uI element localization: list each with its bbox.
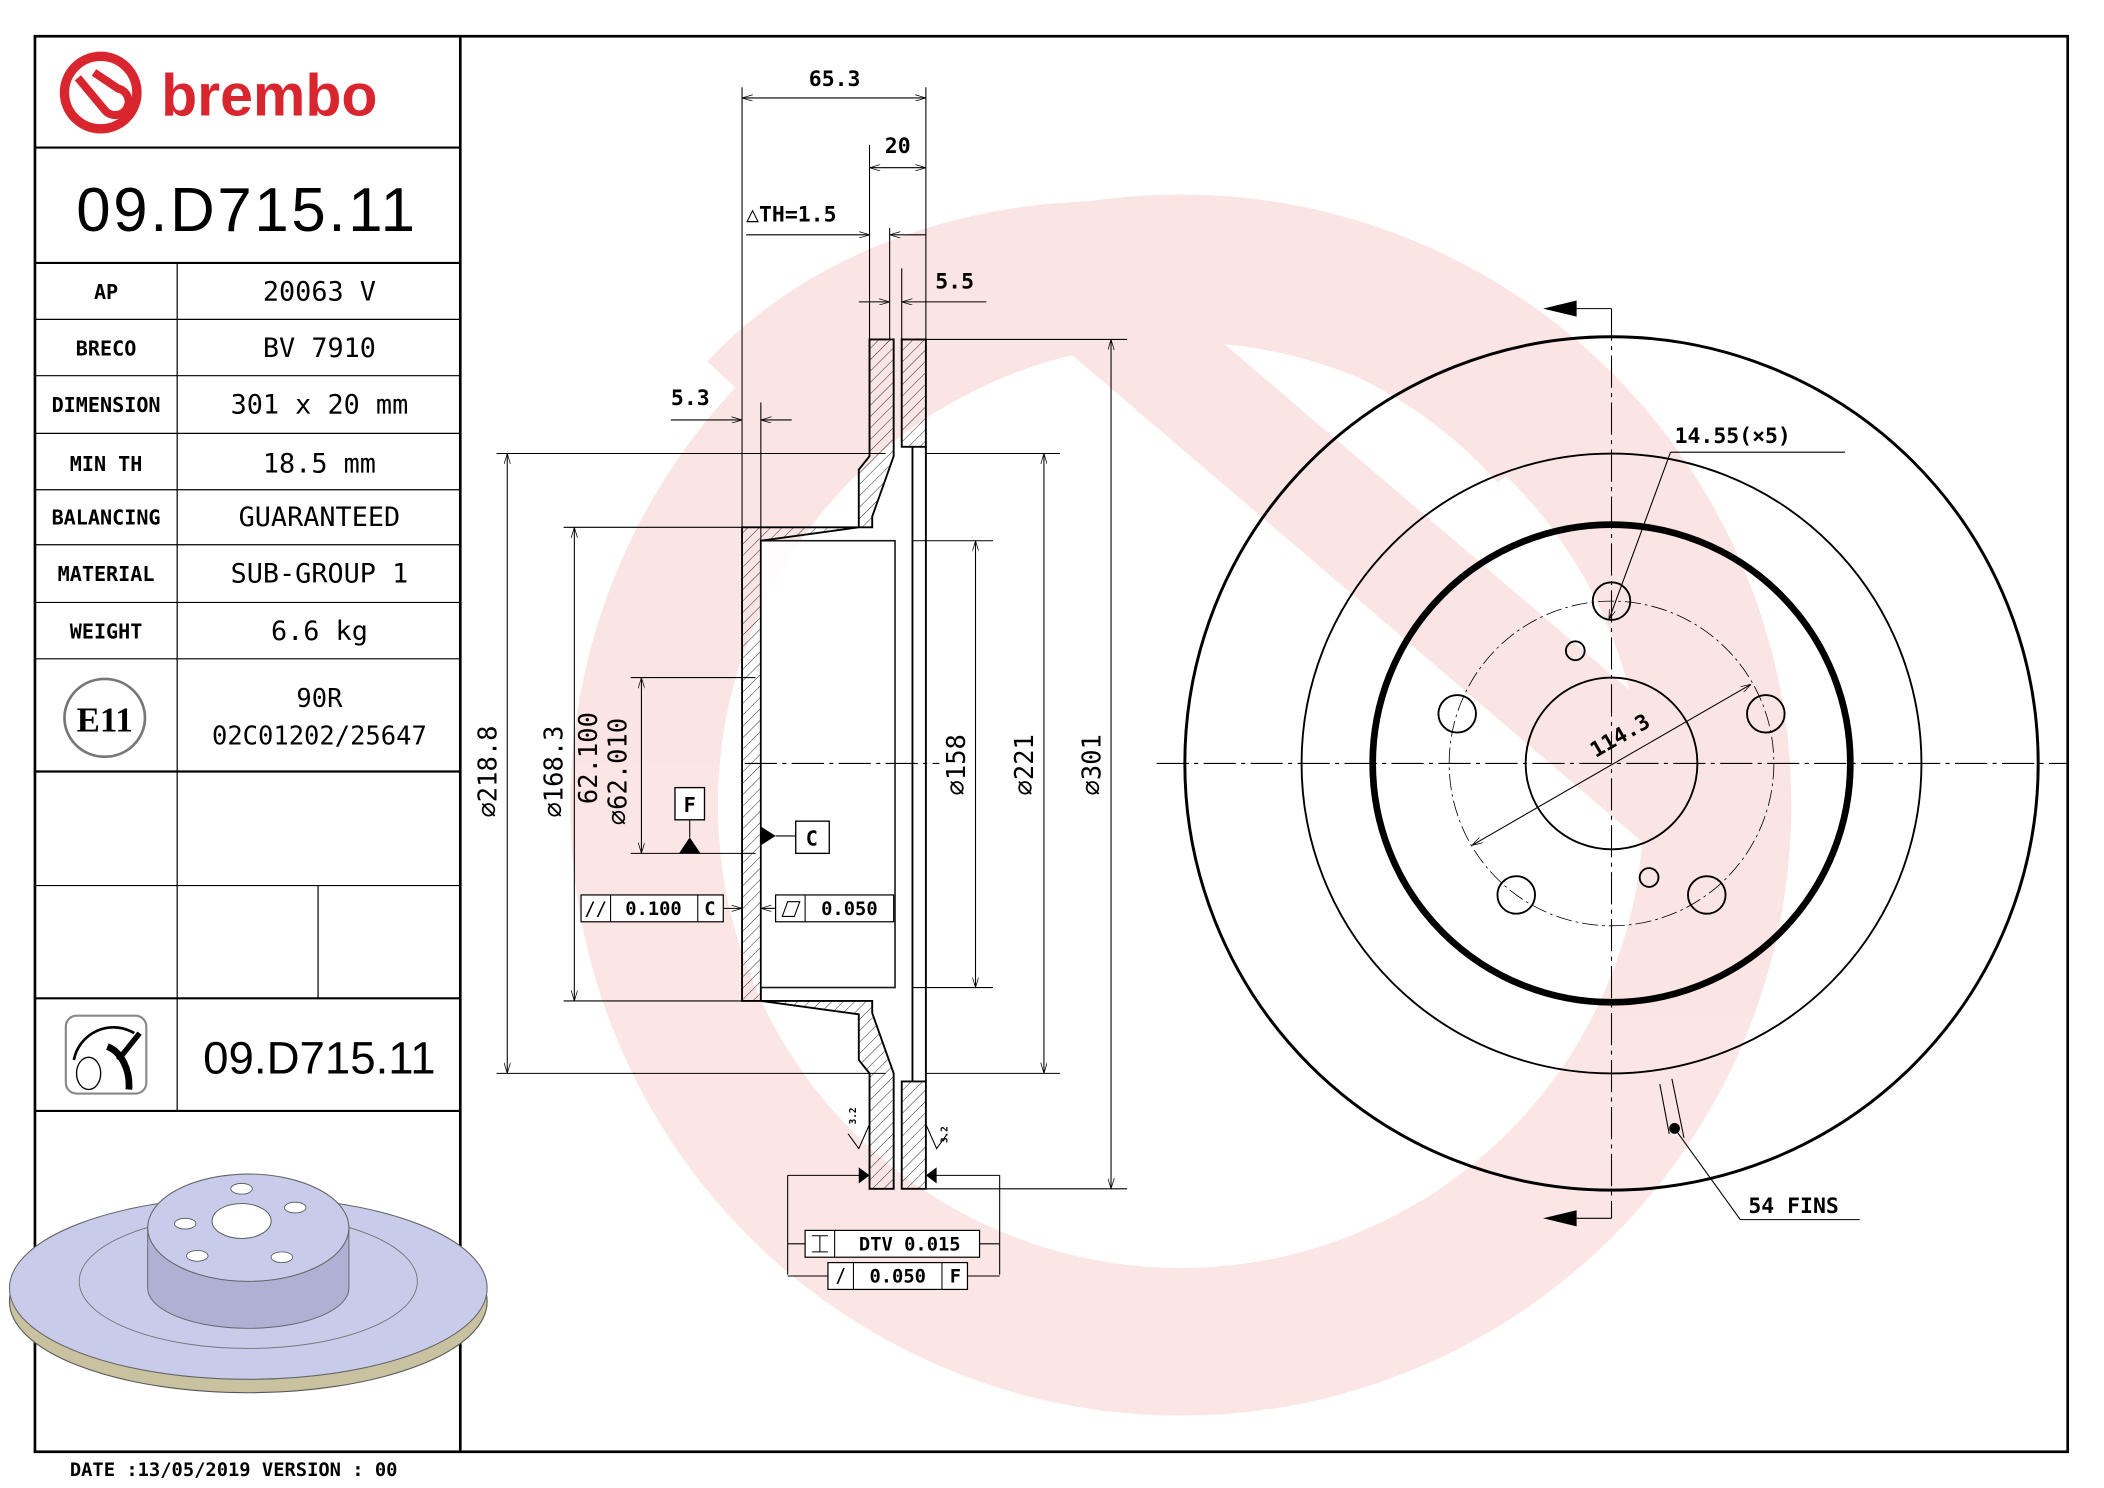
svg-text:0.050: 0.050 xyxy=(869,1267,926,1288)
surface-roughness-marks: 3.2 3.2 xyxy=(847,1107,950,1150)
spec-label-ap: AP xyxy=(94,280,118,304)
spec-label-balancing: BALANCING xyxy=(52,506,161,530)
dtv-icon xyxy=(811,1235,828,1253)
svg-text:0.100: 0.100 xyxy=(625,899,682,920)
spec-label-weight: WEIGHT xyxy=(70,620,143,644)
icon-row-part-number: 09.D715.11 xyxy=(203,1032,435,1083)
parallelism-icon: // xyxy=(585,899,608,920)
spec-value-balancing: GUARANTEED xyxy=(239,502,401,533)
spec-value-weight: 6.6 kg xyxy=(271,616,368,647)
dim-d158: ⌀158 xyxy=(942,734,972,795)
spec-label-breco: BRECO xyxy=(76,337,137,361)
spec-value-dimension: 301 x 20 mm xyxy=(231,389,409,420)
svg-text:brembo: brembo xyxy=(161,62,377,128)
svg-text:C: C xyxy=(704,899,715,920)
spec-value-ap: 20063 V xyxy=(263,277,376,308)
svg-text:C: C xyxy=(806,826,818,850)
e11-approval-mark: E11 xyxy=(63,677,147,759)
parallelism-tolerance: // 0.100 C xyxy=(580,894,743,923)
svg-text:F: F xyxy=(684,793,696,817)
disc-marking-icon xyxy=(64,1014,148,1095)
drawing-frame xyxy=(33,34,2070,1454)
spec-label-material: MATERIAL xyxy=(58,562,155,586)
part-number-title: 09.D715.11 xyxy=(76,176,417,245)
runout-icon xyxy=(836,1267,845,1285)
svg-text:0.050: 0.050 xyxy=(821,899,878,920)
dim-thickness: 20 xyxy=(885,134,911,159)
datum-f: F xyxy=(674,786,706,854)
dtv-tolerance: DTV 0.015 xyxy=(787,1167,1000,1258)
spec-value-material: SUB-GROUP 1 xyxy=(231,558,409,589)
dim-total-height: 65.3 xyxy=(809,67,861,92)
svg-text:DTV 0.015: DTV 0.015 xyxy=(859,1235,961,1256)
spec-value-min-th: 18.5 mm xyxy=(263,448,376,479)
dim-d218: ⌀218.8 xyxy=(474,725,504,817)
flatness-icon xyxy=(781,901,801,917)
spec-label-min-th: MIN TH xyxy=(70,452,143,476)
spec-label-dimension: DIMENSION xyxy=(52,393,161,417)
dim-bore-min: ⌀62.010 xyxy=(604,718,634,825)
dim-bore-max: 62.100 xyxy=(574,712,604,804)
dim-bolt-hole: 14.55(×5) xyxy=(1675,424,1791,449)
svg-text:3.2: 3.2 xyxy=(848,1107,859,1124)
svg-text:E11: E11 xyxy=(77,700,133,739)
approval-line2: 02C01202/25647 xyxy=(212,722,427,752)
datum-c: C xyxy=(760,820,830,855)
dim-delta-th: △TH=1.5 xyxy=(746,202,836,227)
dim-hat-wall: 5.3 xyxy=(671,386,710,411)
flatness-tolerance: 0.050 xyxy=(760,894,895,923)
dim-d301: ⌀301 xyxy=(1077,734,1107,795)
section-view: 65.3 20 △TH=1.5 5.5 5.3 ⌀218.8 ⌀168.3 62… xyxy=(474,67,1128,1291)
dim-d168: ⌀168.3 xyxy=(539,725,569,817)
disc-3d-render xyxy=(8,1173,488,1394)
footer-date-version: DATE :13/05/2019 VERSION : 00 xyxy=(70,1460,398,1481)
title-block: brembo 09.D715.11 AP 20063 V BRECO BV 79… xyxy=(8,51,488,1394)
dim-d221: ⌀221 xyxy=(1010,734,1040,795)
svg-text:3.2: 3.2 xyxy=(939,1126,950,1143)
svg-text:F: F xyxy=(950,1267,961,1288)
dim-vane: 5.5 xyxy=(935,269,974,294)
spec-value-breco: BV 7910 xyxy=(263,333,376,364)
approval-line1: 90R xyxy=(296,684,343,714)
runout-tolerance: 0.050 F xyxy=(787,1261,1000,1291)
dim-fins: 54 FINS xyxy=(1748,1194,1838,1219)
brembo-logo: brembo xyxy=(59,51,378,134)
